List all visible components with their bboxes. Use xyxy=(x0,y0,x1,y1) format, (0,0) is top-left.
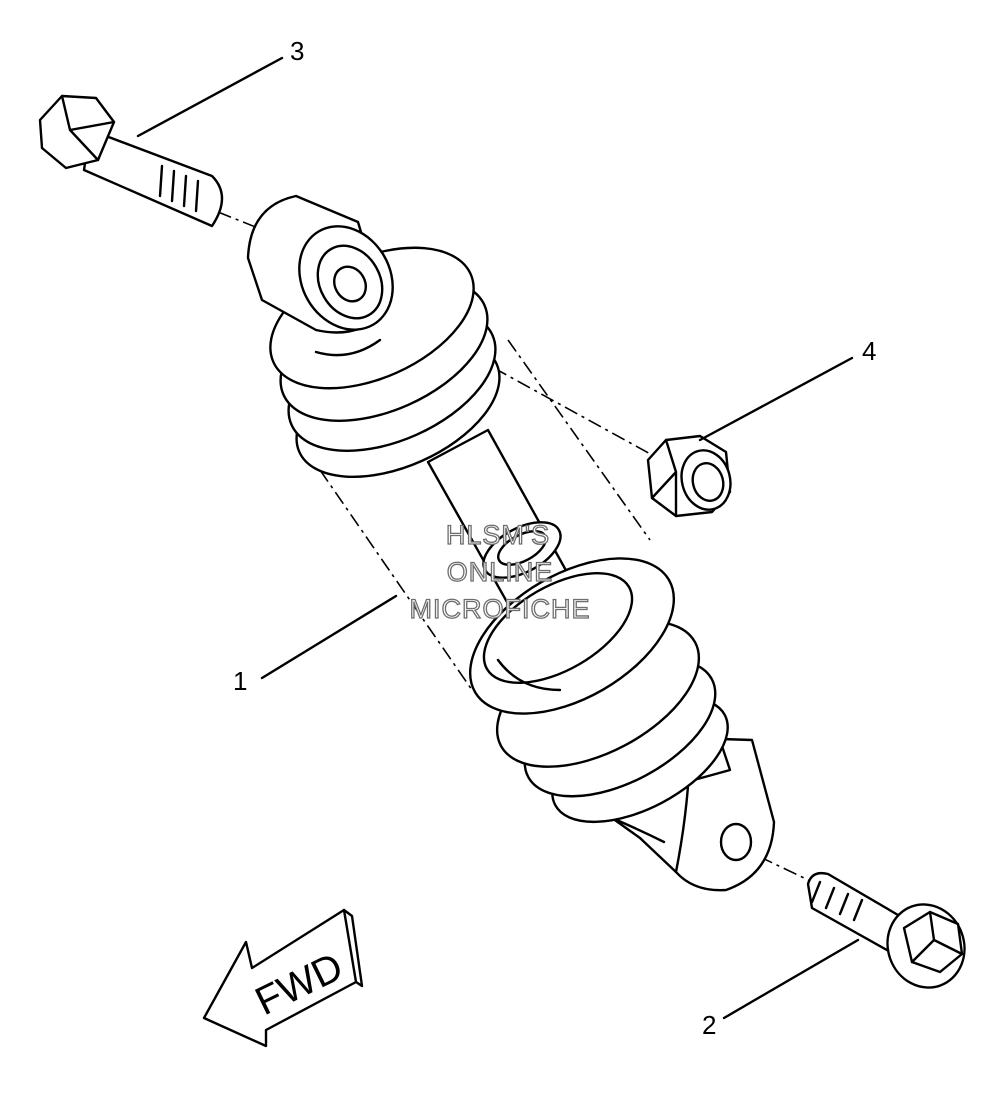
leader-lines xyxy=(136,56,860,1020)
watermark-line-3: MICROFICHE xyxy=(410,594,591,624)
callout-3: 3 xyxy=(290,36,304,66)
lock-nut xyxy=(646,434,732,518)
watermark: HLSM'S ONLINE MICROFICHE xyxy=(409,519,591,624)
upper-bolt xyxy=(38,94,224,228)
callout-1: 1 xyxy=(233,666,247,696)
shock-absorber xyxy=(246,194,776,892)
callout-4: 4 xyxy=(862,336,876,366)
watermark-line-1: HLSM'S xyxy=(446,520,550,550)
fwd-arrow: FWD xyxy=(202,908,364,1048)
watermark-line-2: ONLINE xyxy=(447,557,554,587)
callout-2: 2 xyxy=(702,1010,716,1040)
lower-flange-bolt xyxy=(806,871,966,989)
